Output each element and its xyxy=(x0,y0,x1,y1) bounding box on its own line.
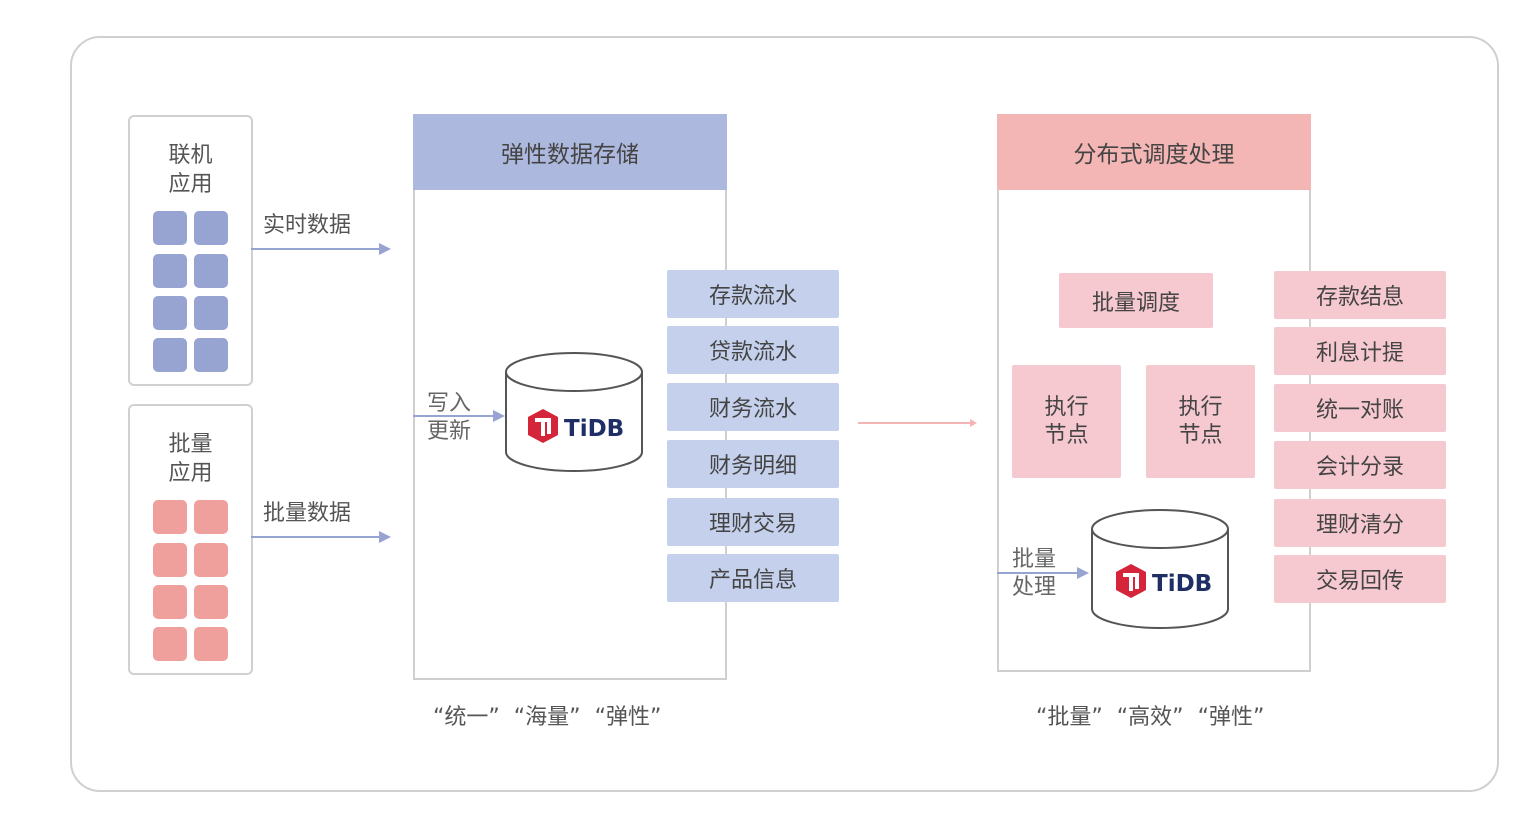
batch-app-label-2: 应用 xyxy=(168,461,213,486)
storage-item: 财务流水 xyxy=(667,383,839,431)
exec-node-1-label-2: 节点 xyxy=(1044,422,1089,448)
app-module-icon xyxy=(153,254,187,288)
batch-data-label: 批量数据 xyxy=(263,501,352,526)
scheduler-header: 分布式调度处理 xyxy=(997,114,1311,190)
exec-node-1: 执行节点 xyxy=(1012,365,1121,478)
exec-node-2-label-1: 执行 xyxy=(1178,394,1223,420)
app-module-icon xyxy=(153,211,187,245)
batch-process-arrow xyxy=(997,567,1089,579)
scheduler-item: 理财清分 xyxy=(1274,499,1446,547)
app-module-icon xyxy=(153,627,187,661)
online-app-label-1: 联机 xyxy=(168,143,213,168)
scheduler-item: 会计分录 xyxy=(1274,441,1446,489)
app-module-icon xyxy=(153,543,187,577)
app-module-icon xyxy=(194,338,228,372)
online-app-box: 联机应用 xyxy=(128,115,253,386)
write-label: 写入 xyxy=(427,391,472,416)
tidb-database-2: TiDB xyxy=(1090,509,1230,635)
app-module-icon xyxy=(194,627,228,661)
app-module-icon xyxy=(194,543,228,577)
scheduler-item: 交易回传 xyxy=(1274,555,1446,603)
realtime-arrow xyxy=(251,243,391,255)
batch-arrow xyxy=(251,531,391,543)
online-app-label: 联机应用 xyxy=(130,141,251,199)
storage-caption: “统一” “海量” “弹性” xyxy=(433,705,662,730)
storage-item: 产品信息 xyxy=(667,554,839,602)
write-arrow xyxy=(413,410,505,422)
scheduler-item: 利息计提 xyxy=(1274,327,1446,375)
storage-item: 理财交易 xyxy=(667,498,839,546)
diagram-frame xyxy=(70,36,1499,792)
tidb-text: TiDB xyxy=(1152,571,1212,597)
app-module-icon xyxy=(194,296,228,330)
exec-node-2: 执行节点 xyxy=(1146,365,1255,478)
app-module-icon xyxy=(153,338,187,372)
scheduler-caption: “批量” “高效” “弹性” xyxy=(1036,705,1265,730)
batch-process-label: 批量处理 xyxy=(1012,546,1056,602)
app-module-icon xyxy=(194,585,228,619)
app-module-icon xyxy=(153,585,187,619)
batch-app-box: 批量应用 xyxy=(128,404,253,675)
tidb-database-1: TiDB xyxy=(504,352,644,478)
process-label-1: 批量 xyxy=(1012,547,1057,572)
write-update-label: 写入更新 xyxy=(427,390,471,446)
realtime-data-label: 实时数据 xyxy=(263,213,352,238)
app-module-icon xyxy=(194,500,228,534)
batch-app-label-1: 批量 xyxy=(168,432,213,457)
storage-item: 存款流水 xyxy=(667,270,839,318)
database-cylinder-icon: TiDB xyxy=(1091,509,1229,629)
flow-arrow xyxy=(858,419,977,427)
database-cylinder-icon: TiDB xyxy=(505,352,643,472)
storage-header: 弹性数据存储 xyxy=(413,114,727,190)
batch-app-label: 批量应用 xyxy=(130,430,251,488)
storage-item: 贷款流水 xyxy=(667,326,839,374)
storage-item: 财务明细 xyxy=(667,440,839,488)
app-module-icon xyxy=(153,500,187,534)
scheduler-item: 存款结息 xyxy=(1274,271,1446,319)
app-module-icon xyxy=(153,296,187,330)
app-module-icon xyxy=(194,254,228,288)
scheduler-item: 统一对账 xyxy=(1274,384,1446,432)
exec-node-1-label-1: 执行 xyxy=(1044,394,1089,420)
update-label: 更新 xyxy=(427,419,472,444)
batch-schedule-box: 批量调度 xyxy=(1059,273,1213,328)
tidb-text: TiDB xyxy=(564,416,624,442)
app-module-icon xyxy=(194,211,228,245)
exec-node-2-label-2: 节点 xyxy=(1178,422,1223,448)
online-app-label-2: 应用 xyxy=(168,172,213,197)
process-label-2: 处理 xyxy=(1012,575,1057,600)
